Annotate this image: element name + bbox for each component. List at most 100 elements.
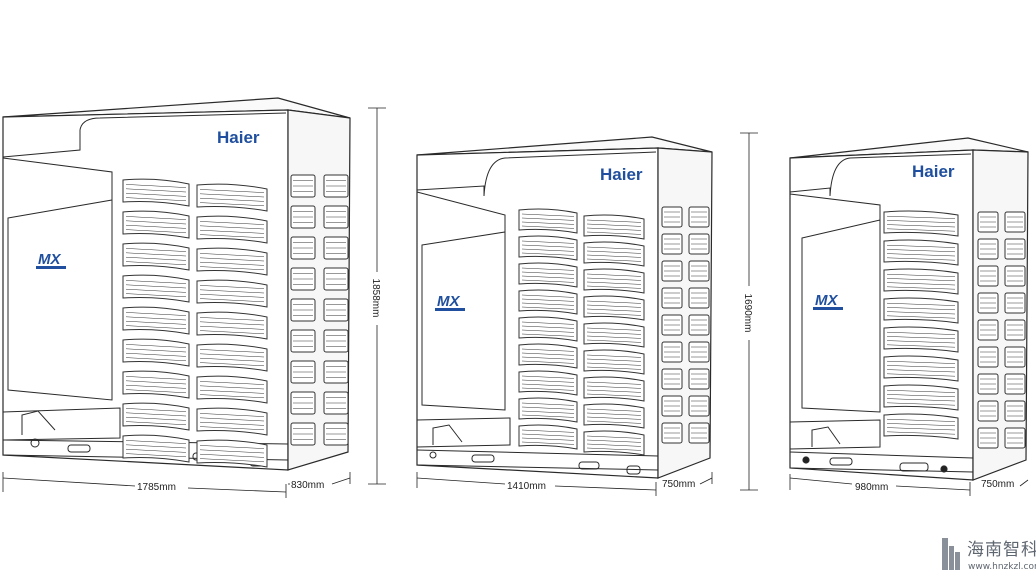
louver-line [125, 288, 187, 293]
louver-slat [883, 413, 959, 440]
louver-line [886, 302, 956, 306]
louver-line [586, 443, 642, 447]
louver-line [886, 257, 956, 261]
unit-large-side-grille [290, 174, 349, 446]
louver-slat [122, 434, 190, 463]
building-icon [942, 538, 960, 570]
louver-slat [883, 239, 959, 266]
louver-line [125, 380, 187, 385]
louver-line [886, 220, 956, 224]
louver-line [886, 394, 956, 398]
svg-text:MX: MX [815, 292, 838, 309]
unit-small-width-label: 980mm [855, 482, 888, 493]
louver-line [521, 433, 575, 437]
unit-medium-depth-dimension [699, 472, 713, 485]
louver-line [521, 352, 575, 356]
unit-large-brand-logo: Haier [217, 128, 260, 147]
louver-slat [583, 214, 645, 240]
louver-line [521, 240, 575, 244]
louver-line [886, 278, 956, 282]
louver-line [586, 362, 642, 366]
louver-slat [518, 316, 578, 342]
louver-line [586, 389, 642, 393]
louver-line [125, 448, 187, 453]
louver-line [586, 331, 642, 335]
watermark-logo: 海南智科 www.hnzkzl.com [942, 538, 1036, 572]
louver-line [586, 393, 642, 397]
louver-slat [122, 178, 190, 207]
louver-slat [196, 279, 268, 308]
louver-slat [583, 430, 645, 456]
louver-line [199, 266, 265, 271]
louver-line [125, 344, 187, 348]
louver-line [586, 339, 642, 343]
louver-line [586, 412, 642, 416]
louver-line [886, 373, 956, 377]
louver-slat [583, 376, 645, 402]
louver-line [521, 441, 575, 445]
louver-line [886, 273, 956, 277]
louver-line [521, 217, 575, 221]
unit-medium-height-label: 1690mm [742, 294, 753, 333]
louver-line [199, 385, 265, 390]
louver-slat [196, 183, 268, 212]
unit-large-height-label: 1858mm [370, 279, 381, 318]
louver-slat [583, 295, 645, 321]
svg-text:MX: MX [38, 251, 61, 268]
louver-line [199, 289, 265, 294]
louver-line [586, 227, 642, 231]
louver-line [886, 286, 956, 290]
unit-large-depth-dimension [288, 472, 351, 485]
louver-slat [583, 322, 645, 348]
louver-line [125, 256, 187, 261]
louver-line [521, 437, 575, 441]
louver-line [521, 383, 575, 387]
louver-line [199, 458, 265, 463]
louver-line [886, 228, 956, 232]
louver-line [199, 330, 265, 335]
louver-slat [196, 247, 268, 276]
unit-medium-side-grille [661, 206, 710, 444]
louver-line [886, 307, 956, 311]
louver-slat [518, 397, 578, 423]
louver-line [886, 427, 956, 431]
louver-line [586, 219, 642, 223]
louver-line [125, 376, 187, 380]
louver-line [521, 410, 575, 414]
unit-small-width-dimension [789, 474, 971, 496]
louver-line [886, 315, 956, 319]
louver-slat [883, 210, 959, 237]
louver-line [886, 423, 956, 427]
louver-line [886, 418, 956, 422]
louver-slat [122, 402, 190, 431]
louver-line [586, 447, 642, 451]
louver-line [886, 402, 956, 406]
louver-line [199, 421, 265, 426]
louver-slat [883, 326, 959, 353]
louver-line [886, 253, 956, 257]
louver-line [125, 284, 187, 289]
louver-line [199, 353, 265, 358]
louver-line [199, 325, 265, 330]
louver-line [125, 197, 187, 202]
louver-line [521, 271, 575, 275]
louver-line [125, 357, 187, 362]
louver-line [521, 248, 575, 252]
louver-line [199, 293, 265, 298]
unit-small-depth-dimension [1019, 479, 1029, 487]
louver-line [886, 365, 956, 369]
louver-line [586, 366, 642, 370]
louver-line [125, 252, 187, 257]
louver-line [521, 325, 575, 329]
louver-line [125, 389, 187, 394]
louver-line [886, 340, 956, 344]
louver-slat [583, 403, 645, 429]
louver-slat [122, 242, 190, 271]
louver-line [125, 188, 187, 193]
louver-slat [196, 407, 268, 436]
unit-small-front-grille [883, 210, 959, 440]
louver-line [199, 321, 265, 326]
louver-line [199, 362, 265, 367]
louver-slat [583, 349, 645, 375]
